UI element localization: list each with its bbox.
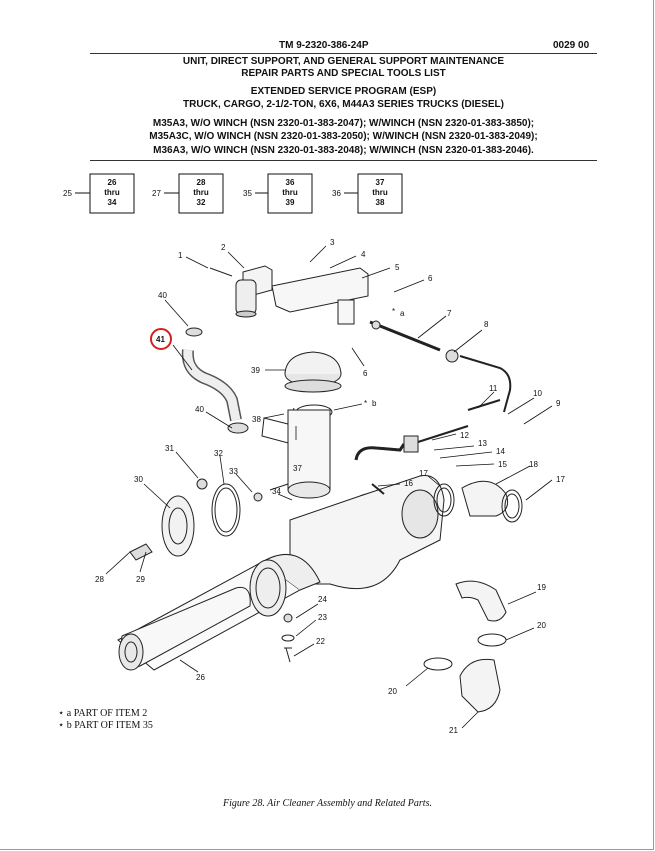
callout-a-star: * — [392, 307, 395, 316]
ref-bot: 34 — [108, 198, 117, 207]
callout: 11 — [489, 384, 498, 393]
callout: 40 — [158, 291, 167, 300]
callout: 3 — [330, 238, 335, 247]
tm-number: TM 9-2320-386-24P — [279, 40, 369, 51]
callout: 2 — [221, 243, 226, 252]
callout: 13 — [478, 439, 487, 448]
ref-top: 26 — [108, 178, 117, 187]
callout: 5 — [395, 263, 400, 272]
reference-box-35: 35 36 thru 39 — [243, 173, 313, 214]
ref-bot: 32 — [197, 198, 206, 207]
callout: 14 — [496, 447, 505, 456]
callout: 33 — [229, 467, 238, 476]
ref-item-label: 36 — [332, 189, 341, 198]
ref-item-label: 35 — [243, 189, 252, 198]
callout: 28 — [95, 575, 104, 584]
note-a: a PART OF ITEM 2 — [66, 708, 148, 719]
callout: 38 — [252, 415, 261, 424]
title-line-1: UNIT, DIRECT SUPPORT, AND GENERAL SUPPOR… — [182, 56, 505, 67]
ref-top: 36 — [286, 178, 295, 187]
callout: 31 — [165, 444, 174, 453]
figure-caption: Figure 28. Air Cleaner Assembly and Rela… — [223, 798, 432, 809]
callout: 15 — [498, 460, 507, 469]
notes: ⋆ a PART OF ITEM 2 ⋆ b PART OF ITEM 35 — [58, 708, 153, 731]
callout: 20 — [537, 621, 546, 630]
title-line-7: M36A3, W/O WINCH (NSN 2320-01-383-2048);… — [153, 145, 534, 156]
callout: 32 — [214, 449, 223, 458]
callout: 39 — [251, 366, 260, 375]
callout: 29 — [136, 575, 145, 584]
title-rule — [90, 160, 597, 161]
callout: 23 — [318, 613, 327, 622]
callout: 34 — [272, 487, 281, 496]
ref-top: 28 — [197, 178, 206, 187]
leader-lines — [105, 245, 553, 729]
callout: 30 — [134, 475, 143, 484]
callout: 17 — [419, 469, 428, 478]
callout: 16 — [404, 479, 413, 488]
callout: 37 — [293, 464, 302, 473]
note-b: b PART OF ITEM 35 — [66, 720, 153, 731]
callout: 10 — [533, 389, 542, 398]
callout: 12 — [460, 431, 469, 440]
work-package-number: 0029 00 — [553, 40, 590, 51]
callouts: 1 2 3 4 5 6 7 8 6 40 39 11 10 9 38 40 12… — [95, 238, 565, 735]
highlight-circle — [150, 328, 172, 350]
title-line-3: EXTENDED SERVICE PROGRAM (ESP) — [250, 86, 437, 97]
callout-a: a — [400, 309, 405, 318]
callout-b: b — [372, 399, 377, 408]
callout: 24 — [318, 595, 327, 604]
ref-item-label: 27 — [152, 189, 161, 198]
header-rule — [90, 53, 597, 54]
parts-artwork — [117, 265, 523, 713]
callout: 20 — [388, 687, 397, 696]
callout-b-star: * — [364, 399, 367, 408]
callout: 22 — [316, 637, 325, 646]
ref-item-label: 25 — [63, 189, 72, 198]
callout: 18 — [529, 460, 538, 469]
title-line-4: TRUCK, CARGO, 2-1/2-TON, 6X6, M44A3 SERI… — [183, 99, 504, 110]
callout: 6 — [428, 274, 433, 283]
callout: 9 — [556, 399, 561, 408]
callout: 4 — [361, 250, 366, 259]
callout: 6 — [363, 369, 368, 378]
ref-mid: thru — [193, 188, 209, 197]
reference-box-25: 25 26 thru 34 — [63, 173, 135, 214]
ref-bot: 39 — [286, 198, 295, 207]
callout: 26 — [196, 673, 205, 682]
ref-mid: thru — [372, 188, 388, 197]
reference-box-27: 27 28 thru 32 — [152, 173, 224, 214]
callout: 21 — [449, 726, 458, 735]
ref-top: 37 — [376, 178, 385, 187]
title-line-5: M35A3, W/O WINCH (NSN 2320-01-383-2047);… — [152, 118, 535, 129]
ref-mid: thru — [104, 188, 120, 197]
callout: 40 — [195, 405, 204, 414]
title-line-6: M35A3C, W/O WINCH (NSN 2320-01-383-2050)… — [149, 131, 538, 142]
callout: 7 — [447, 309, 452, 318]
title-line-2: REPAIR PARTS AND SPECIAL TOOLS LIST — [241, 68, 446, 79]
callout-highlighted: 41 — [156, 335, 165, 344]
reference-box-36: 36 37 thru 38 — [332, 173, 403, 214]
callout: 19 — [537, 583, 546, 592]
ref-bot: 38 — [376, 198, 385, 207]
callout: 17 — [556, 475, 565, 484]
ref-mid: thru — [282, 188, 298, 197]
callout: 1 — [178, 251, 183, 260]
callout: 8 — [484, 320, 489, 329]
